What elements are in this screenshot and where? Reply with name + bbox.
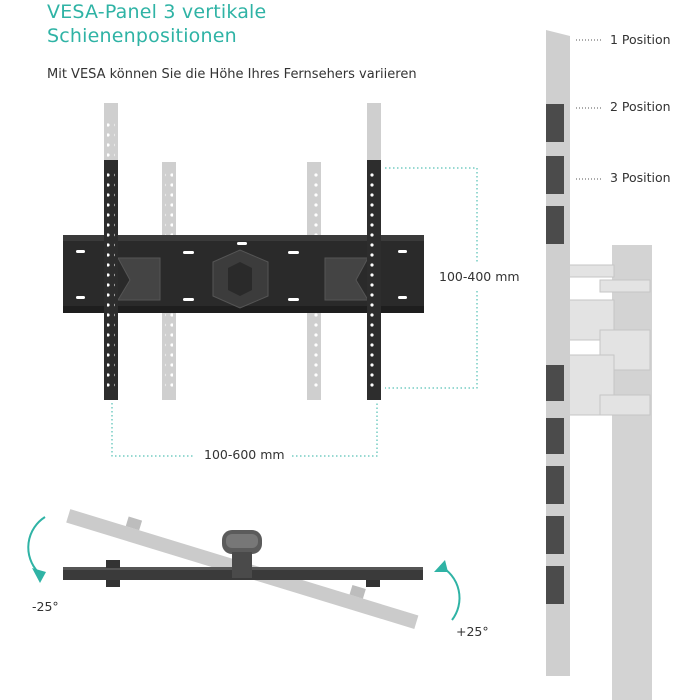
tilt-diagram	[27, 509, 461, 629]
side-view	[546, 30, 652, 700]
vesa-front-view	[63, 103, 478, 457]
dimension-guides	[111, 167, 478, 457]
position-label-1: 1 Position	[610, 32, 671, 47]
side-ghost-brackets	[561, 264, 651, 416]
tilt-label-right: +25°	[456, 624, 489, 639]
rail-right-dark	[367, 160, 381, 400]
tilt-hub	[222, 530, 262, 578]
tilt-label-left: -25°	[32, 599, 59, 614]
tilt-arrow-right-icon	[434, 560, 461, 621]
subtitle: Mit VESA können Sie die Höhe Ihres Ferns…	[47, 67, 417, 82]
wall-plate	[63, 235, 424, 313]
title-line-2: Schienenpositionen	[47, 25, 237, 47]
dimension-label-horizontal: 100-600 mm	[204, 447, 285, 462]
position-label-2: 2 Position	[610, 99, 671, 114]
title-line-1: VESA-Panel 3 vertikale	[47, 1, 267, 23]
side-rail-segments	[546, 104, 564, 604]
rail-left-dark	[104, 160, 118, 400]
pole	[612, 245, 652, 700]
position-label-3: 3 Position	[610, 170, 671, 185]
ghost-rail-right-outer	[367, 103, 381, 173]
page-title: VESA-Panel 3 vertikale Schienenpositione…	[47, 0, 266, 48]
dimension-label-vertical: 100-400 mm	[439, 269, 520, 284]
position-leaders	[576, 39, 602, 180]
tilt-arrow-left-icon	[27, 516, 46, 583]
